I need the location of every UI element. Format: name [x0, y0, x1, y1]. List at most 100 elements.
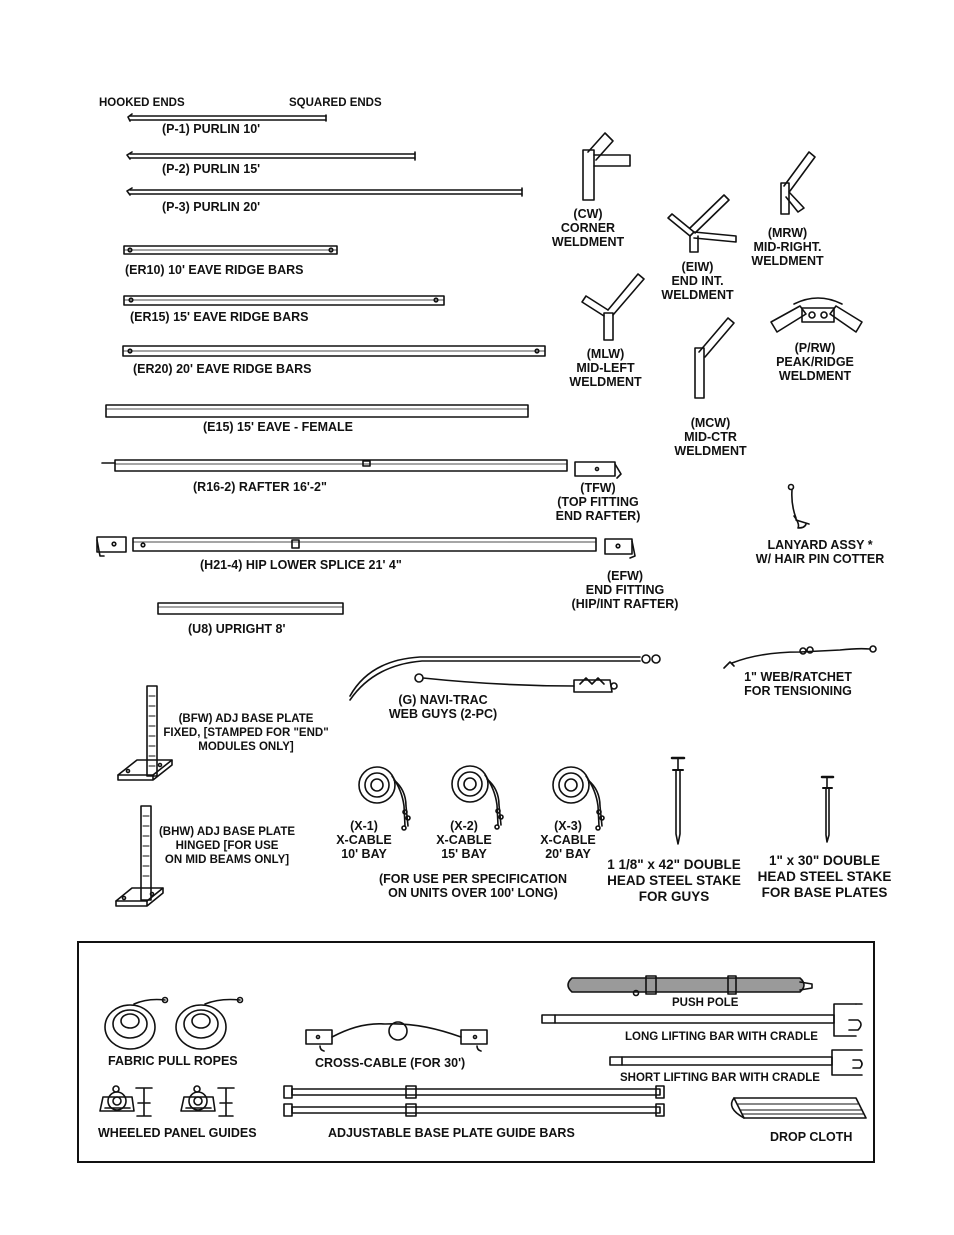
cross-cable-drawing [305, 1021, 488, 1052]
eiw-line1: (EIW) [681, 260, 714, 274]
x-cable-3-drawing [552, 766, 605, 831]
stake-guys-line3: FOR GUYS [638, 889, 710, 904]
purlin-p1-drawing [127, 113, 327, 122]
upright-drawing [157, 602, 344, 615]
hip-splice-drawing [96, 536, 597, 557]
x-cable-3-line3: 20' BAY [545, 847, 591, 861]
bfw-line3: MODULES ONLY] [198, 741, 294, 753]
cross-cable-label: CROSS-CABLE (FOR 30') [315, 1056, 466, 1070]
lanyard-label: LANYARD ASSY * W/ HAIR PIN COTTER [745, 538, 895, 566]
bhw-line2: HINGED [FOR USE [175, 840, 279, 852]
mrw-label: (MRW) MID-RIGHT. WELDMENT [745, 226, 830, 268]
cw-line2: CORNER [560, 221, 616, 235]
web-ratchet-label: 1" WEB/RATCHET FOR TENSIONING [738, 670, 858, 698]
rafter-label: (R16-2) RAFTER 16'-2" [193, 480, 327, 494]
web-ratchet-line1: 1" WEB/RATCHET [744, 670, 852, 684]
stake-base-drawing [820, 775, 835, 843]
tfw-line3: END RAFTER) [555, 509, 641, 523]
stake-base-label: 1" x 30" DOUBLE HEAD STEEL STAKE FOR BAS… [752, 853, 897, 901]
cw-weldment-drawing [582, 132, 631, 201]
x-cable-2-line3: 15' BAY [441, 847, 487, 861]
mlw-label: (MLW) MID-LEFT WELDMENT [563, 347, 648, 389]
bfw-base-plate-drawing [117, 685, 173, 781]
mlw-line3: WELDMENT [569, 375, 642, 389]
x-cable-1-label: (X-1) X-CABLE 10' BAY [330, 819, 398, 861]
tfw-line1: (TFW) [580, 481, 616, 495]
navi-trac-line1: (G) NAVI-TRAC [398, 693, 488, 707]
navi-trac-drawing [349, 654, 661, 701]
adjustable-guide-bars-label: ADJUSTABLE BASE PLATE GUIDE BARS [328, 1126, 575, 1140]
hooked-ends-label: HOOKED ENDS [99, 97, 185, 109]
squared-ends-label: SQUARED ENDS [289, 97, 382, 109]
er15-label: (ER15) 15' EAVE RIDGE BARS [130, 310, 309, 324]
mcw-weldment-drawing [694, 317, 735, 399]
mrw-line1: (MRW) [767, 226, 808, 240]
efw-line3: (HIP/INT RAFTER) [571, 597, 679, 611]
tfw-fitting-drawing [574, 461, 622, 479]
e15-label: (E15) 15' EAVE - FEMALE [203, 420, 353, 434]
eiw-weldment-drawing [667, 194, 737, 253]
lanyard-drawing [787, 483, 810, 529]
long-lifting-bar-label: LONG LIFTING BAR WITH CRADLE [625, 1031, 818, 1043]
x-cable-1-line2: X-CABLE [336, 833, 392, 847]
x-cable-note-line1: (FOR USE PER SPECIFICATION [379, 872, 567, 886]
drop-cloth-drawing [730, 1097, 867, 1119]
x-cable-note: (FOR USE PER SPECIFICATION ON UNITS OVER… [368, 872, 578, 900]
tfw-line2: (TOP FITTING [557, 495, 639, 509]
prw-label: (P/RW) PEAK/RIDGE WELDMENT [770, 341, 860, 383]
x-cable-1-line3: 10' BAY [341, 847, 387, 861]
short-lifting-bar-drawing [609, 1049, 863, 1076]
stake-guys-drawing [670, 756, 686, 845]
prw-weldment-drawing [770, 297, 863, 333]
wheeled-panel-guides-drawing [99, 1085, 235, 1117]
x-cable-2-label: (X-2) X-CABLE 15' BAY [430, 819, 498, 861]
web-ratchet-drawing [723, 645, 877, 669]
x-cable-2-line2: X-CABLE [436, 833, 492, 847]
e15-eave-drawing [105, 404, 529, 418]
cw-line3: WELDMENT [551, 235, 625, 249]
cw-line1: (CW) [573, 207, 603, 221]
mcw-line1: (MCW) [690, 416, 731, 430]
bfw-line2: FIXED, [STAMPED FOR "END" [163, 727, 329, 739]
x-cable-note-line2: ON UNITS OVER 100' LONG) [388, 886, 558, 900]
mcw-line2: MID-CTR [684, 430, 737, 444]
x-cable-3-line1: (X-3) [554, 819, 582, 833]
push-pole-label: PUSH POLE [672, 997, 739, 1009]
efw-label: (EFW) END FITTING (HIP/INT RAFTER) [560, 569, 690, 611]
er15-bar-drawing [123, 295, 445, 306]
efw-line1: (EFW) [606, 569, 644, 583]
mrw-line2: MID-RIGHT. [753, 240, 822, 254]
fabric-pull-ropes-label: FABRIC PULL ROPES [108, 1054, 238, 1068]
x-cable-3-label: (X-3) X-CABLE 20' BAY [534, 819, 602, 861]
drop-cloth-label: DROP CLOTH [770, 1130, 853, 1144]
short-lifting-bar-label: SHORT LIFTING BAR WITH CRADLE [620, 1072, 820, 1084]
bhw-line3: ON MID BEAMS ONLY] [164, 854, 290, 866]
bhw-base-plate-drawing [115, 805, 164, 907]
navi-trac-label: (G) NAVI-TRAC WEB GUYS (2-PC) [378, 693, 508, 721]
mlw-line1: (MLW) [586, 347, 625, 361]
stake-guys-line2: HEAD STEEL STAKE [607, 873, 741, 888]
bfw-line1: (BFW) ADJ BASE PLATE [178, 713, 314, 725]
purlin-p2-label: (P-2) PURLIN 15' [162, 162, 261, 176]
x-cable-1-line1: (X-1) [350, 819, 378, 833]
bhw-line1: (BHW) ADJ BASE PLATE [158, 826, 296, 838]
er20-bar-drawing [122, 345, 546, 357]
cw-label: (CW) CORNER WELDMENT [548, 207, 628, 249]
mcw-line3: WELDMENT [674, 444, 747, 458]
mrw-weldment-drawing [780, 151, 816, 215]
purlin-p2-drawing [126, 151, 416, 161]
navi-trac-line2: WEB GUYS (2-PC) [388, 707, 498, 721]
accessory-kit-box [77, 941, 875, 1163]
long-lifting-bar-drawing [541, 1003, 863, 1037]
mrw-line3: WELDMENT [751, 254, 824, 268]
er20-label: (ER20) 20' EAVE RIDGE BARS [133, 362, 312, 376]
stake-guys-label: 1 1/8" x 42" DOUBLE HEAD STEEL STAKE FOR… [598, 857, 750, 905]
x-cable-2-drawing [451, 765, 504, 830]
wheeled-panel-guides-label: WHEELED PANEL GUIDES [98, 1126, 257, 1140]
purlin-p3-drawing [126, 187, 523, 197]
fabric-pull-ropes-drawing [104, 996, 244, 1050]
hip-splice-label: (H21-4) HIP LOWER SPLICE 21' 4" [200, 558, 402, 572]
mlw-line2: MID-LEFT [576, 361, 635, 375]
purlin-p1-label: (P-1) PURLIN 10' [162, 122, 261, 136]
lanyard-line2: W/ HAIR PIN COTTER [755, 552, 885, 566]
